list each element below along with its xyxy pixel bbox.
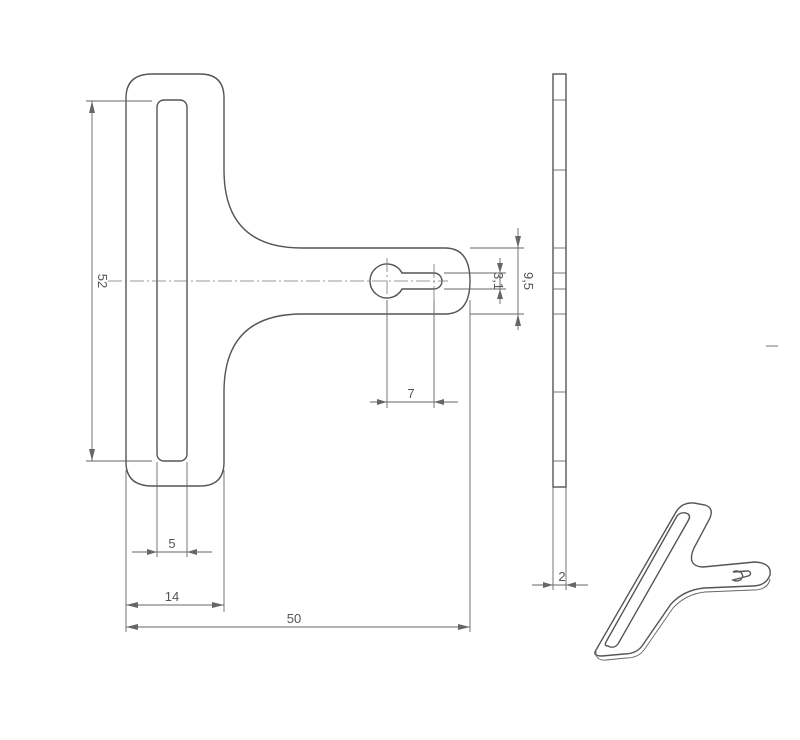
dim-label-50: 50	[287, 611, 301, 626]
iso-keyhole	[731, 570, 752, 582]
front-view	[108, 73, 471, 487]
dim-label-3-1: 3,1	[491, 272, 506, 290]
isometric-view	[594, 502, 771, 661]
iso-thickness-edge	[595, 578, 771, 661]
dim-label-2: 2	[558, 569, 565, 584]
dim-label-5: 5	[168, 536, 175, 551]
long-slot	[156, 99, 188, 462]
dim-label-9-5: 9,5	[521, 272, 536, 290]
side-view-outline	[552, 73, 567, 488]
iso-outline	[594, 502, 771, 657]
dim-label-14: 14	[165, 589, 179, 604]
dimensions: 52 5 14 50 7 3,1	[86, 100, 536, 632]
dim-label-7: 7	[407, 386, 414, 401]
side-view: 2	[532, 73, 588, 590]
iso-long-slot	[604, 512, 691, 648]
part-outline	[125, 73, 471, 487]
dim-label-52: 52	[95, 274, 110, 288]
